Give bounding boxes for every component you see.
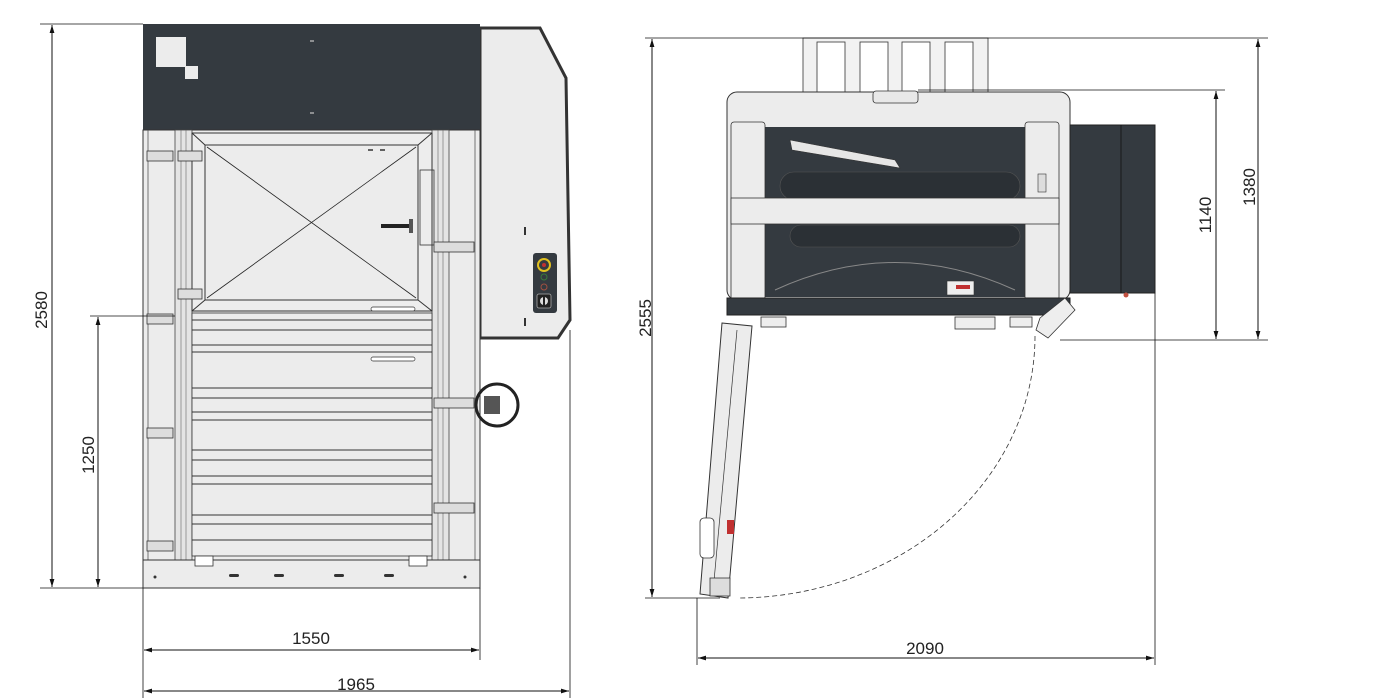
dim-loading-height: 1250 <box>79 436 98 474</box>
dimension-lines-top <box>645 37 1268 665</box>
feed-grille <box>802 37 989 93</box>
dim-width-total: 1965 <box>337 675 375 694</box>
base-bar <box>726 297 1071 316</box>
loading-door[interactable] <box>191 132 433 312</box>
hand-wheel[interactable] <box>474 382 520 428</box>
door-handle[interactable] <box>381 169 435 246</box>
dim-door-swing-depth: 2555 <box>636 299 655 337</box>
open-door[interactable] <box>699 322 753 599</box>
hinges <box>146 150 475 552</box>
dimension-lines <box>40 23 571 698</box>
door-swing-arc <box>739 335 1036 599</box>
bale-chamber-door[interactable] <box>191 312 433 557</box>
dim-total-height: 2580 <box>32 291 51 329</box>
dim-width-body: 1550 <box>292 629 330 648</box>
power-unit <box>1069 124 1156 294</box>
dim-body-depth: 1140 <box>1196 197 1215 234</box>
dim-total-width: 2090 <box>906 639 944 658</box>
start-button[interactable] <box>540 273 548 281</box>
base-frame <box>142 559 481 589</box>
stop-button[interactable] <box>540 283 548 291</box>
logo-square-small <box>185 66 198 79</box>
front-view: 2580 1250 1550 1965 <box>32 23 572 698</box>
logo-square-large <box>156 37 186 67</box>
top-view: 2555 1140 1380 2090 <box>636 37 1268 665</box>
dim-total-depth: 1380 <box>1240 168 1259 206</box>
control-panel[interactable] <box>533 253 557 313</box>
